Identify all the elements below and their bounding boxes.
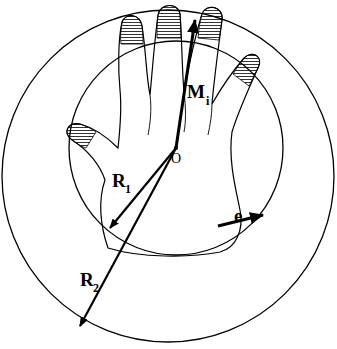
vector-label: R <box>112 171 126 190</box>
vector-label: e <box>234 206 242 225</box>
vector-label: M <box>187 82 205 101</box>
subscript: 2 <box>93 282 99 294</box>
subscript: 1 <box>125 183 131 195</box>
subscript: i <box>206 95 209 107</box>
vector-label: R <box>80 270 94 289</box>
point-label: O <box>171 152 181 166</box>
